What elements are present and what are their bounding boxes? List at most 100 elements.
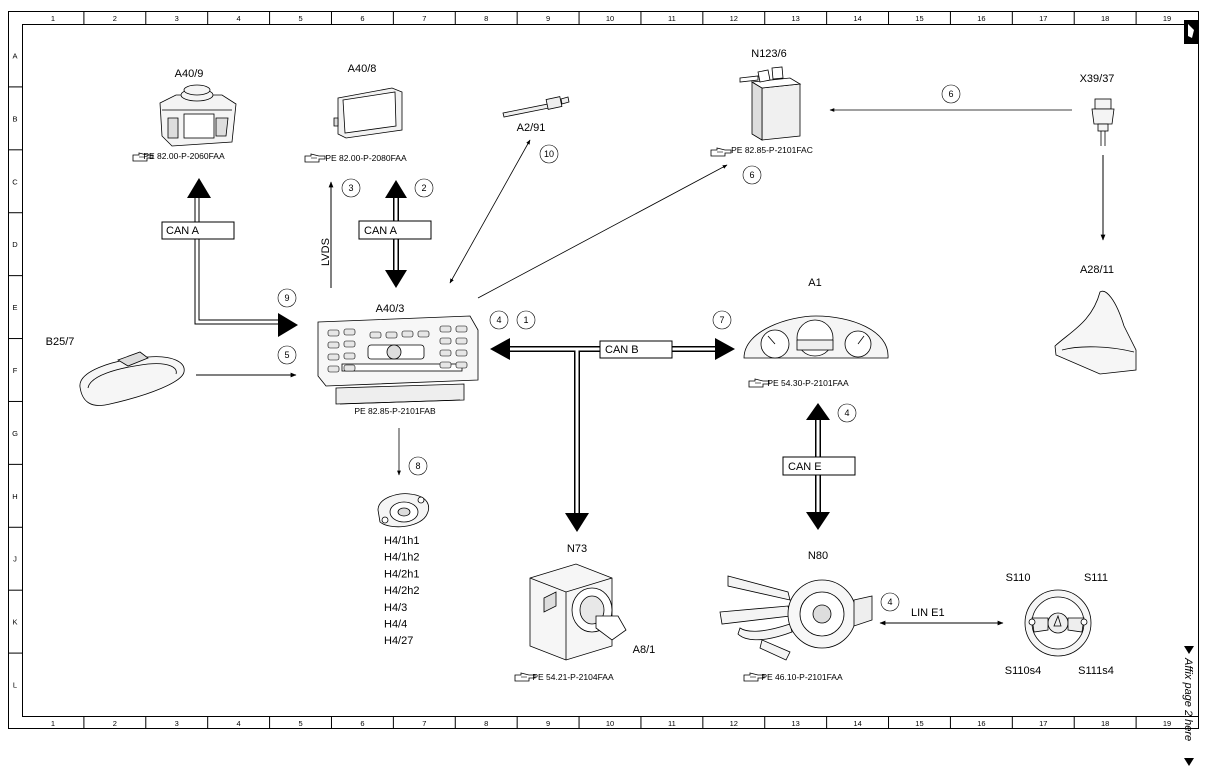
head-unit-button <box>385 331 398 339</box>
grid-row-label: D <box>12 240 18 249</box>
grid-col-label-bottom: 4 <box>237 719 241 728</box>
callout-circle <box>341 178 361 198</box>
callout-circle <box>516 310 536 330</box>
head-unit-button <box>439 325 452 333</box>
manual-hand-icon <box>748 378 770 388</box>
ref-n73: PE 54.21-P-2104FAA <box>532 672 614 682</box>
bus-label-can-e: CAN E <box>788 461 822 473</box>
ref-a40-8: PE 82.00-P-2080FAA <box>325 153 407 163</box>
callout-number: 8 <box>415 461 420 471</box>
component-labels: A40/9 PE 82.00-P-2060FAA A40/8 PE 82.00-… <box>46 48 1115 682</box>
grid-col-label-top: 4 <box>237 14 241 23</box>
callout-circle <box>941 84 961 104</box>
grid-col-label-bottom: 19 <box>1163 719 1171 728</box>
speaker-label: H4/1h2 <box>384 552 419 564</box>
grid-ticks <box>8 11 1137 729</box>
callout-number: 6 <box>948 89 953 99</box>
manual-hand-icon <box>514 672 536 682</box>
manual-hand-icon <box>132 152 154 162</box>
grid-col-label-bottom: 11 <box>668 719 676 728</box>
grid-col-label-top: 12 <box>730 14 738 23</box>
grid-col-label-bottom: 18 <box>1101 719 1109 728</box>
head-unit-button <box>327 329 340 337</box>
n123-6-line <box>477 164 728 299</box>
speaker-label: H4/4 <box>384 619 407 631</box>
sheet-frame <box>8 11 1199 729</box>
grid-col-label-top: 1 <box>51 14 55 23</box>
grid-col-label-top: 13 <box>792 14 800 23</box>
a28-11-antenna-drawing <box>1054 290 1137 375</box>
grid-row-label: G <box>12 429 18 438</box>
grid-col-label-top: 10 <box>606 14 614 23</box>
callout-circle <box>489 310 509 330</box>
can-a-left-line <box>161 178 298 337</box>
affix-arrow-bottom <box>1184 758 1194 766</box>
ref-n123-6: PE 82.85-P-2101FAC <box>731 145 813 155</box>
grid-col-label-bottom: 8 <box>484 719 488 728</box>
manual-hand-icon <box>743 672 765 682</box>
speaker-label: H4/2h1 <box>384 568 419 580</box>
callout-number: 9 <box>284 293 289 303</box>
connections <box>161 108 1106 626</box>
grid-col-label-top: 8 <box>484 14 488 23</box>
steering-wheel-drawing <box>1024 589 1092 657</box>
grid-col-label-bottom: 13 <box>792 719 800 728</box>
grid-col-label-top: 11 <box>668 14 676 23</box>
label-a40-9: A40/9 <box>175 68 204 80</box>
grid-row-label: F <box>13 366 18 375</box>
speaker-label: H4/1h1 <box>384 535 419 547</box>
label-s110: S110 <box>1006 572 1031 584</box>
grid-labels: 1122334455667788991010111112121313141415… <box>12 14 1171 728</box>
manual-reference-icons <box>132 147 770 682</box>
grid-col-label-top: 17 <box>1039 14 1047 23</box>
bus-label-can-a-right: CAN A <box>364 225 398 237</box>
callout-circle <box>277 345 297 365</box>
a40-8-display-drawing <box>333 87 403 139</box>
head-unit-button <box>455 337 468 345</box>
grid-col-label-top: 19 <box>1163 14 1171 23</box>
ref-a40-3: PE 82.85-P-2101FAB <box>354 406 436 416</box>
label-s111: S111 <box>1084 572 1108 584</box>
speaker-label: H4/3 <box>384 602 407 614</box>
grid-col-label-top: 15 <box>915 14 923 23</box>
grid-col-label-top: 18 <box>1101 14 1109 23</box>
label-b25-7: B25/7 <box>46 336 75 348</box>
a40-9-controller-drawing <box>159 84 237 147</box>
grid-row-label: B <box>12 114 17 123</box>
grid-col-label-top: 14 <box>853 14 861 23</box>
arrowhead-up-a40-9 <box>187 178 211 198</box>
callout-number: 4 <box>887 597 892 607</box>
callout-circle <box>414 178 434 198</box>
label-a8-1: A8/1 <box>633 644 656 656</box>
grid-col-label-bottom: 10 <box>606 719 614 728</box>
speaker-drawing <box>377 493 429 528</box>
callout-number: 4 <box>844 408 849 418</box>
bus-label-can-a-left: CAN A <box>166 225 200 237</box>
label-a40-8: A40/8 <box>348 63 377 75</box>
label-a40-3: A40/3 <box>376 303 405 315</box>
grid-col-label-top: 3 <box>175 14 179 23</box>
head-unit-button <box>327 353 340 361</box>
grid-col-label-bottom: 12 <box>730 719 738 728</box>
label-a28-11: A28/11 <box>1080 264 1114 276</box>
grid-row-label: K <box>12 618 17 627</box>
callout-number: 10 <box>544 149 554 159</box>
bus-label-lvds: LVDS <box>320 238 332 266</box>
head-unit-button <box>343 352 356 360</box>
speaker-label: H4/2h2 <box>384 585 419 597</box>
grid-col-label-bottom: 15 <box>915 719 923 728</box>
n73-ignition-switch-drawing <box>529 563 627 661</box>
x39-37-connector-drawing <box>1091 98 1115 146</box>
label-s110s4: S110s4 <box>1005 665 1042 677</box>
n80-steering-column-module-drawing <box>719 575 873 661</box>
b25-7-mirror-drawing <box>79 351 185 406</box>
affix-page-note: Affix page 2 here <box>1182 657 1194 741</box>
callout-number: 5 <box>284 350 289 360</box>
grid-col-label-top: 2 <box>113 14 117 23</box>
grid-col-label-bottom: 2 <box>113 719 117 728</box>
head-unit-button <box>343 328 356 336</box>
head-unit-button <box>439 349 452 357</box>
label-a2-91: A2/91 <box>517 122 546 134</box>
manual-hand-icon <box>710 147 732 157</box>
